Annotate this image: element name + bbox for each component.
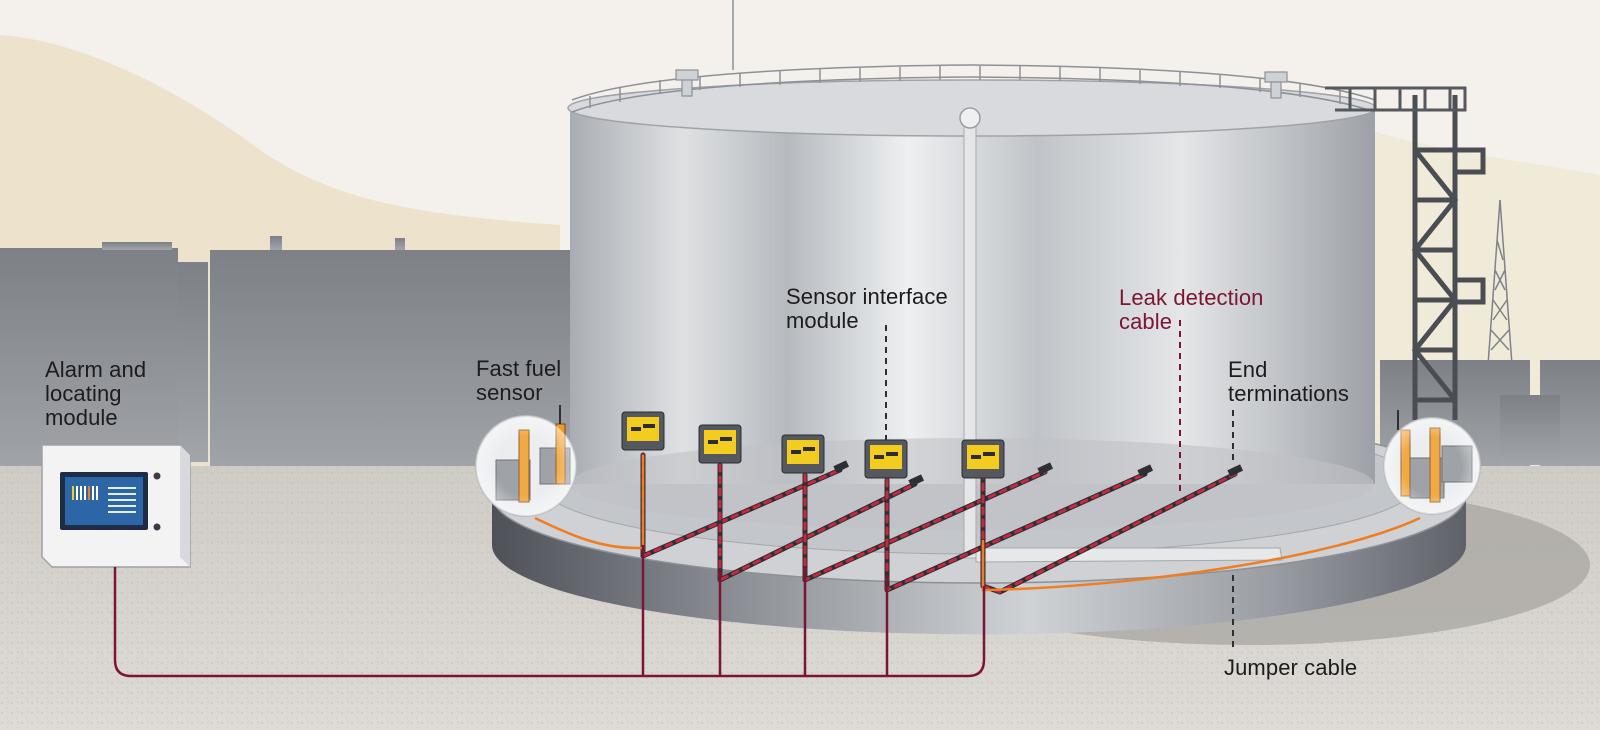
sensor-interface-module-label-line-1: Sensor interface xyxy=(786,284,948,309)
alarm-module-label-line-3: module xyxy=(45,405,118,430)
end-terminations-label-line-2: terminations xyxy=(1228,381,1350,406)
yellow-junction-box-icon xyxy=(698,424,742,464)
jumper-cable-label-text: Jumper cable xyxy=(1224,655,1358,680)
leak-detection-cable-label: Leak detection cable xyxy=(1119,286,1264,334)
alarm-module-label: Alarm and locating module xyxy=(45,358,146,430)
sensor-interface-modules xyxy=(621,411,1005,479)
trunk-cable xyxy=(113,545,986,678)
sensor-interface-module-label: Sensor interface module xyxy=(786,285,948,333)
fast-fuel-sensor-label-line-1: Fast fuel xyxy=(476,356,562,381)
end-terminations-label: End terminations xyxy=(1228,358,1349,406)
yellow-junction-box-icon xyxy=(961,439,1005,479)
background-tanks xyxy=(0,236,1600,480)
vertical-pipe xyxy=(963,117,977,559)
stair-tower xyxy=(1411,95,1486,420)
lattice-mast xyxy=(1487,199,1513,366)
jumper-cable-label: Jumper cable xyxy=(1224,656,1357,680)
alarm-module-label-line-1: Alarm and xyxy=(45,357,147,382)
sensor-interface-module-label-line-2: module xyxy=(786,308,859,333)
fast-fuel-sensor-label-line-2: sensor xyxy=(476,380,543,405)
control-panel-icon xyxy=(41,444,191,568)
stair-walkway xyxy=(1325,86,1467,112)
probe-sensor-icon xyxy=(1383,410,1481,515)
roof-vents xyxy=(675,69,1288,99)
fast-fuel-sensor-label: Fast fuel sensor xyxy=(476,357,561,405)
alarm-module-label-line-2: locating xyxy=(45,381,122,406)
yellow-junction-box-icon xyxy=(621,411,665,451)
leak-detection-cable-label-line-2: cable xyxy=(1119,309,1173,334)
jumper-cables xyxy=(534,455,1421,592)
yellow-junction-box-icon xyxy=(864,439,908,479)
end-terminations-label-line-1: End xyxy=(1228,357,1268,382)
end-termination-icon xyxy=(833,460,1244,487)
leader-lines xyxy=(885,320,1234,648)
leak-detection-cable-label-line-1: Leak detection xyxy=(1119,285,1264,310)
probe-sensor-icon xyxy=(475,405,577,517)
yellow-junction-box-icon xyxy=(781,434,825,474)
